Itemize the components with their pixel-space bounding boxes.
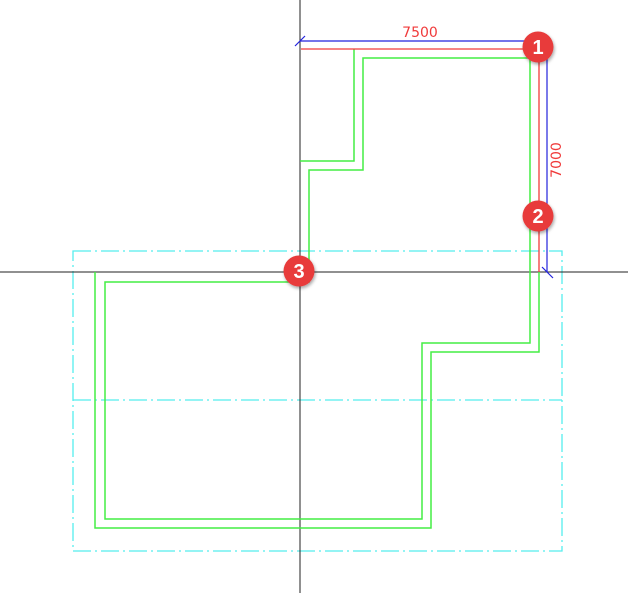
- marker-1-label: 1: [532, 37, 543, 59]
- inner-wall: [104, 57, 531, 520]
- dimension-tick: [294, 35, 306, 47]
- marker-3[interactable]: 3: [283, 255, 315, 287]
- dimension-tick: [541, 266, 554, 279]
- marker-2-label: 2: [532, 206, 543, 228]
- outer-wall-lower: [94, 272, 540, 529]
- marker-2[interactable]: 2: [522, 200, 554, 232]
- boundary-rectangle: [72, 250, 563, 552]
- outer-wall-upper: [300, 49, 355, 162]
- marker-3-label: 3: [293, 261, 304, 283]
- dimension-label-horizontal: 7500: [402, 25, 438, 41]
- dimension-label-vertical: 7000: [549, 142, 565, 178]
- marker-1[interactable]: 1: [522, 31, 554, 63]
